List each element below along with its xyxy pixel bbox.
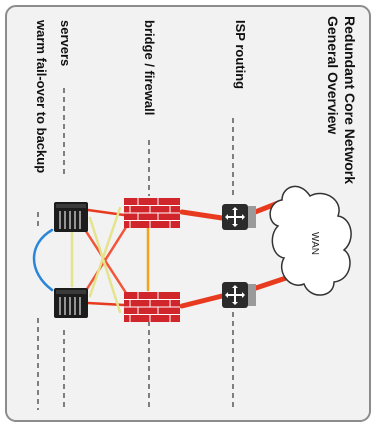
wan-label: WAN xyxy=(309,232,320,255)
firewall-icon xyxy=(124,292,180,322)
router-icon xyxy=(222,204,256,230)
router-icon xyxy=(222,282,256,308)
server-icon xyxy=(54,288,88,318)
router-firewall-link-bottom xyxy=(179,293,225,309)
lane-label-bridge-firewall: bridge / firewall xyxy=(142,20,157,115)
router-firewall-link-top xyxy=(179,209,225,221)
diagram-title: Redundant Core Network General Overview xyxy=(325,16,358,184)
lane-label-failover: warm fail-over to backup xyxy=(34,19,49,173)
failover-arc xyxy=(32,228,54,292)
title-line-1: Redundant Core Network xyxy=(342,16,358,184)
firewall-icon xyxy=(124,198,180,228)
server-link-yellow-2 xyxy=(88,216,122,314)
title-line-2: General Overview xyxy=(325,16,341,134)
cloud-icon: WAN xyxy=(269,185,352,296)
lane-label-isp-routing: ISP routing xyxy=(233,20,248,89)
server-icon xyxy=(54,202,88,232)
lane-guides xyxy=(37,88,234,410)
server-link-yellow-1 xyxy=(88,206,122,298)
lane-label-servers: servers xyxy=(58,20,73,66)
